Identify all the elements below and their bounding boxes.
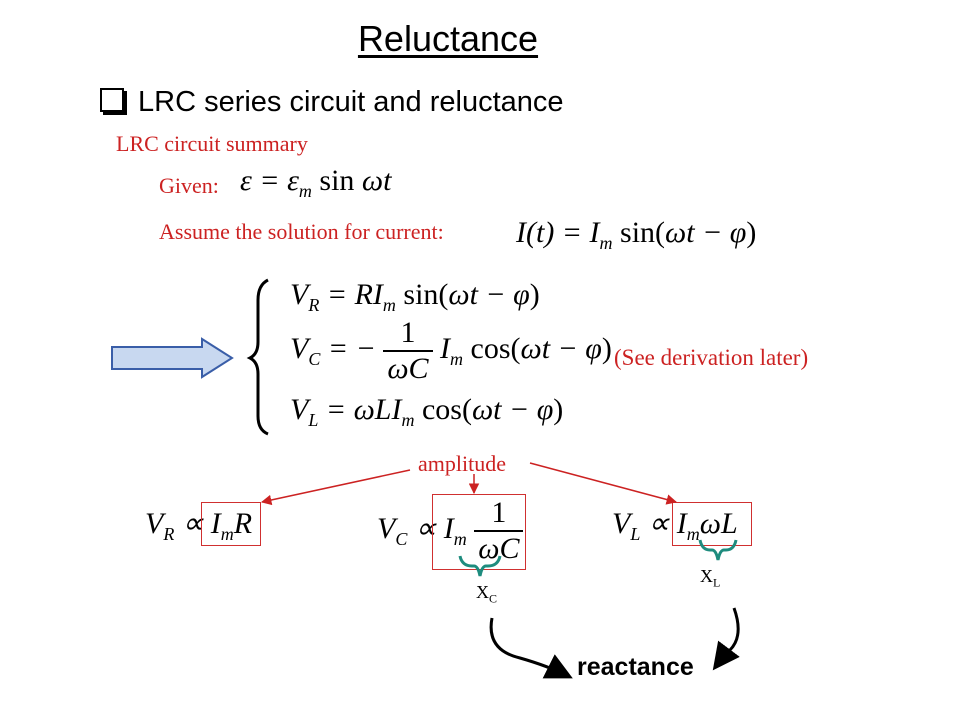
- section-heading: LRC series circuit and reluctance: [100, 86, 564, 119]
- xc-brace-icon: [458, 555, 502, 577]
- reactance-label: reactance: [577, 653, 694, 681]
- assume-label: Assume the solution for current:: [159, 219, 444, 244]
- current-equation: I(t) = Im sin(ωt − φ): [516, 216, 757, 253]
- vl-amplitude-box: [672, 502, 752, 546]
- vl-equation: VL = ωLIm cos(ωt − φ): [290, 393, 564, 430]
- right-block-arrow-icon: [111, 337, 234, 379]
- xc-label: XC: [476, 582, 498, 606]
- curved-arrow-right: [712, 607, 740, 671]
- section-heading-text: LRC series circuit and reluctance: [138, 86, 564, 118]
- see-derivation-note: (See derivation later): [614, 345, 809, 370]
- left-brace-icon: [246, 278, 269, 436]
- amplitude-label: amplitude: [418, 451, 506, 476]
- square-bullet-icon: [100, 88, 124, 112]
- amplitude-arrow-right: [529, 462, 678, 505]
- given-label: Given:: [159, 173, 219, 198]
- vr-equation: VR = RIm sin(ωt − φ): [290, 278, 540, 315]
- vl-proportional: VL ∝ ImωL: [612, 507, 738, 544]
- xl-label: XL: [700, 566, 721, 590]
- curved-arrow-left: [489, 617, 573, 679]
- xl-brace-icon: [698, 539, 738, 561]
- amplitude-arrow-left: [260, 469, 411, 506]
- subtitle: LRC circuit summary: [116, 131, 308, 156]
- emf-equation: ε = εm sin ωt: [240, 164, 392, 201]
- page-title: Reluctance: [357, 18, 539, 59]
- vr-amplitude-box: [201, 502, 261, 546]
